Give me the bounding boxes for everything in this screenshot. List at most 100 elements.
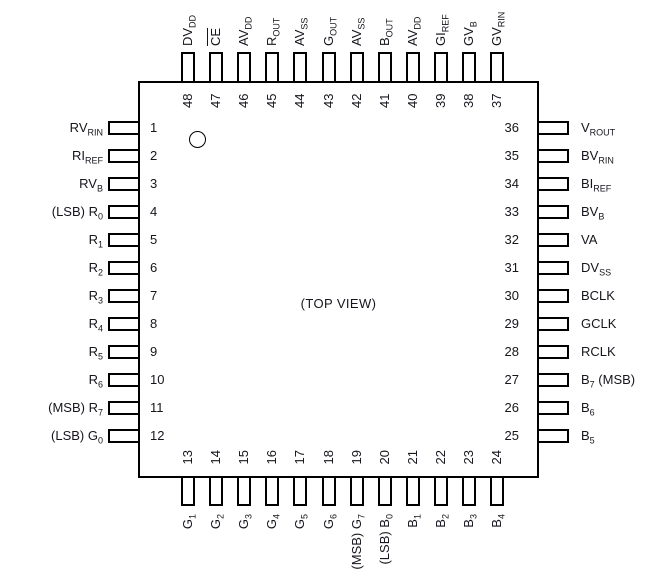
pin-46-number: 46 xyxy=(236,93,252,108)
pin-17-stub xyxy=(293,476,308,506)
pin-2-stub xyxy=(108,148,140,163)
pin-45-stub xyxy=(265,52,280,83)
pin-label-subscript: 4 xyxy=(496,514,507,520)
pin-23-stub xyxy=(462,476,476,506)
pin-18-label: G6 xyxy=(320,514,339,530)
pin-21-number: 21 xyxy=(404,450,420,465)
pin-8-stub xyxy=(108,316,140,331)
pin-7-label: R3 xyxy=(89,288,103,305)
pin-label-subscript: OUT xyxy=(271,17,282,37)
pin-label-text: B xyxy=(489,519,505,528)
pin-label-text: BV xyxy=(581,147,599,163)
pin-37-label: GVRIN xyxy=(489,11,507,46)
pin-11-stub xyxy=(108,400,140,415)
pin-label-text: (LSB) G xyxy=(51,427,98,443)
pin-36-number: 36 xyxy=(504,119,519,135)
pin-label-text: DV xyxy=(581,259,600,275)
pin-label-text: RI xyxy=(72,147,85,163)
pin-5-label: R1 xyxy=(89,232,103,249)
pin-38-label: GVB xyxy=(461,21,479,46)
pin-label-subscript: 6 xyxy=(97,379,103,390)
pin-16-label: G4 xyxy=(264,514,282,529)
pin-label-text: (LSB) R xyxy=(51,203,98,219)
pin-41-stub xyxy=(377,52,392,83)
pin-31-stub xyxy=(537,260,569,275)
pin-35-number: 35 xyxy=(504,147,519,163)
pin-17-label: G5 xyxy=(292,514,310,529)
pin-label-text: RCLK xyxy=(581,343,616,359)
pin-37-number: 37 xyxy=(489,93,505,108)
pin-31-number: 31 xyxy=(504,259,519,275)
pin-19-number: 19 xyxy=(348,450,364,465)
pin-44-label: AVSS xyxy=(292,18,310,46)
pin-label-subscript: B xyxy=(96,183,103,194)
pin-label-text: (MSB) xyxy=(594,371,636,387)
pin-3-stub xyxy=(108,176,140,191)
pin-4-stub xyxy=(108,204,140,219)
pin-4-number: 4 xyxy=(150,203,158,219)
pin-3-label: RVB xyxy=(79,176,103,194)
pin-48-stub xyxy=(181,52,195,83)
pin-18-stub xyxy=(321,476,336,506)
pin-label-text: AV xyxy=(348,29,364,46)
pin-label-text: GI xyxy=(432,32,448,46)
pin-15-stub xyxy=(237,476,252,506)
pin-label-subscript: 7 xyxy=(589,379,595,390)
pin-label-subscript: RIN xyxy=(87,127,104,138)
pin-label-subscript: DD xyxy=(243,16,254,30)
pin-22-number: 22 xyxy=(432,450,448,465)
pin-3-number: 3 xyxy=(150,175,158,191)
pin-42-number: 42 xyxy=(348,93,364,108)
pin-2-label: RIREF xyxy=(72,147,103,165)
pin-45-label: ROUT xyxy=(264,17,282,46)
pin-37-stub xyxy=(490,52,505,83)
pin-label-text: B xyxy=(432,519,448,528)
pin-13-stub xyxy=(181,476,195,506)
pin-39-label: GIREF xyxy=(432,14,451,46)
pin-25-stub xyxy=(537,428,569,443)
pin-6-number: 6 xyxy=(150,259,158,275)
pin-label-text: (MSB) G xyxy=(348,519,364,570)
pin-36-label: VROUT xyxy=(581,120,615,137)
pin-label-subscript: 0 xyxy=(97,211,103,222)
pin-1-number: 1 xyxy=(150,119,158,135)
pin-2-number: 2 xyxy=(150,147,158,163)
pin-14-stub xyxy=(209,476,224,506)
pin-label-text: B xyxy=(376,37,392,46)
pin-31-label: DVSS xyxy=(581,259,612,278)
pin-label-subscript: REF xyxy=(440,14,451,33)
pin-label-subscript: 1 xyxy=(187,514,198,520)
pin-22-stub xyxy=(433,476,448,506)
pin-label-subscript: 2 xyxy=(440,514,451,520)
pin-34-stub xyxy=(537,176,569,191)
pin-label-text: GV xyxy=(461,27,476,46)
pin-32-stub xyxy=(537,232,569,247)
pin-17-number: 17 xyxy=(292,450,308,465)
pin-label-text: G xyxy=(320,519,336,530)
pin-label-text: R xyxy=(88,371,98,387)
pin-label-text: AV xyxy=(404,29,420,46)
pin-47-stub xyxy=(209,52,224,83)
pin-43-label: GOUT xyxy=(321,17,339,46)
pin-12-number: 12 xyxy=(150,427,165,443)
pin-47-number: 47 xyxy=(208,93,224,108)
pin-label-subscript: SS xyxy=(599,267,612,278)
pin-45-number: 45 xyxy=(264,93,280,108)
pin-label-text: BCLK xyxy=(581,287,615,303)
pin-label-text: AV xyxy=(236,29,252,46)
pin-48-label: DVDD xyxy=(180,14,198,46)
pin-label-subscript: SS xyxy=(356,17,367,30)
pin-label-text: G xyxy=(208,519,224,530)
pin-label-subscript: DD xyxy=(187,14,198,28)
pin-26-stub xyxy=(537,400,569,415)
pin-label-text: BV xyxy=(581,203,599,219)
pin-label-subscript: 5 xyxy=(589,435,595,446)
pin-35-label: BVRIN xyxy=(581,147,614,165)
pin-label-subscript: 5 xyxy=(299,514,310,520)
pin-9-number: 9 xyxy=(150,343,158,359)
pin-label-subscript: RIN xyxy=(496,11,507,28)
pin-25-label: B5 xyxy=(581,428,595,446)
pin-30-number: 30 xyxy=(504,287,519,303)
pin-15-label: G3 xyxy=(236,514,254,529)
